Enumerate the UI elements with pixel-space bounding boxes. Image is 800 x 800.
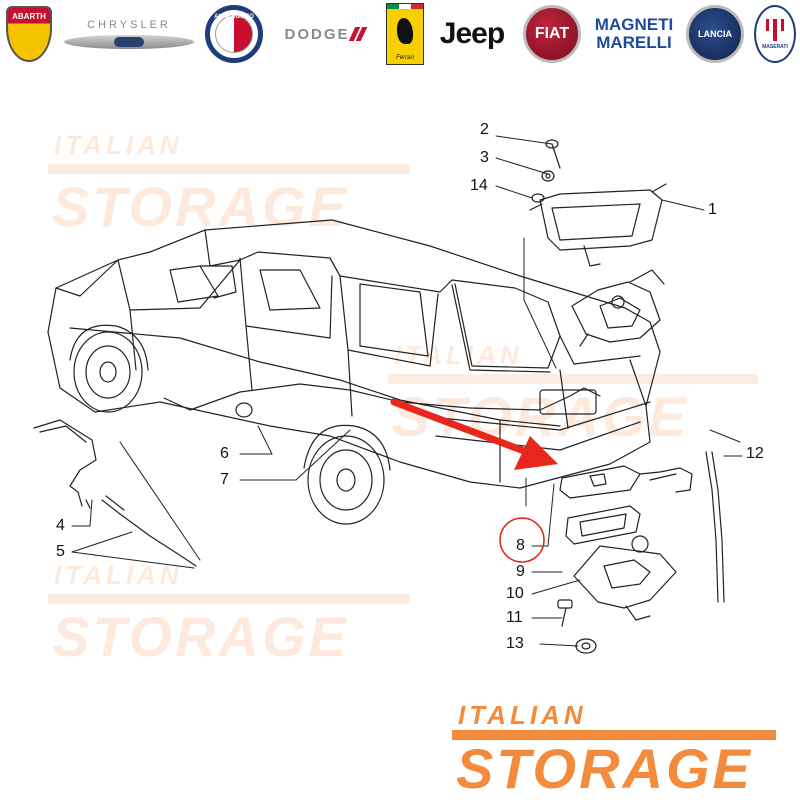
abarth-logo: ABARTH <box>2 4 56 64</box>
callout-9: 9 <box>516 563 525 580</box>
lancia-badge-icon: LANCIA <box>686 5 744 63</box>
fiat-badge-icon: FIAT <box>523 5 581 63</box>
rear-wheel <box>303 424 391 525</box>
tailgate-latch <box>573 535 677 621</box>
part-13-nut <box>575 638 597 654</box>
fiat-logo: FIAT <box>522 4 582 64</box>
station-wagon-body <box>47 219 661 489</box>
alfa-romeo-badge-icon: ALFA ROMEO <box>205 5 263 63</box>
callout-13: 13 <box>506 635 524 652</box>
callout-3: 3 <box>480 149 489 166</box>
callout-5: 5 <box>56 543 65 560</box>
tailgate-lock-mechanism <box>571 269 665 347</box>
dodge-logo: DODGE <box>270 4 378 64</box>
callout-10: 10 <box>506 585 524 602</box>
callout-2: 2 <box>480 121 489 138</box>
brand-logo-strip: ABARTH CHRYSLER ALFA ROMEO DODGE Ferrari… <box>0 0 800 70</box>
part-6-grommet <box>235 402 253 418</box>
exploded-parts-diagram: 2 3 14 1 12 6 7 4 5 8 9 10 11 13 <box>0 70 800 690</box>
part-2-screw <box>545 139 561 169</box>
italian-storage-logo: ITALIAN STORAGE <box>452 700 782 800</box>
ferrari-logo: Ferrari <box>384 3 426 65</box>
callout-4: 4 <box>56 517 65 534</box>
part-11-bolt <box>557 599 573 627</box>
chrysler-logo-text: CHRYSLER <box>87 18 171 31</box>
callout-14: 14 <box>470 177 488 194</box>
diagram-drawing <box>33 135 743 654</box>
alfa-romeo-logo: ALFA ROMEO <box>202 4 266 64</box>
callout-1: 1 <box>708 201 717 218</box>
callout-6: 6 <box>220 445 229 462</box>
ferrari-shield-icon: Ferrari <box>386 3 424 65</box>
part-1-tailgate-handle <box>529 183 667 267</box>
part-5-release-cable <box>101 495 197 567</box>
maserati-logo: MASERATI <box>752 4 798 64</box>
prancing-horse-icon <box>397 18 413 44</box>
jeep-logo: Jeep <box>439 17 505 50</box>
part-14-washer <box>531 193 545 203</box>
part-9-release-lever <box>559 465 693 499</box>
part-4-interior-release-handle <box>33 419 97 509</box>
abarth-shield-icon: ABARTH <box>6 6 52 62</box>
part-10-lock-plate <box>565 505 641 545</box>
magneti-marelli-logo: MAGNETI MARELLI <box>594 15 674 52</box>
highlight-arrow <box>390 398 558 470</box>
part-12-weatherstrip <box>705 451 725 603</box>
chrysler-wing-icon <box>64 34 194 49</box>
callout-12: 12 <box>746 445 764 462</box>
maserati-trident-icon: MASERATI <box>754 5 796 63</box>
highlight-circle <box>499 517 545 563</box>
release-cable <box>163 383 601 411</box>
leader-lines <box>71 135 743 647</box>
callout-11: 11 <box>506 609 523 626</box>
chrysler-logo: CHRYSLER <box>62 4 196 64</box>
lancia-logo: LANCIA <box>684 4 746 64</box>
front-wheel <box>69 324 149 413</box>
callout-7: 7 <box>220 471 229 488</box>
callout-8: 8 <box>516 537 525 554</box>
